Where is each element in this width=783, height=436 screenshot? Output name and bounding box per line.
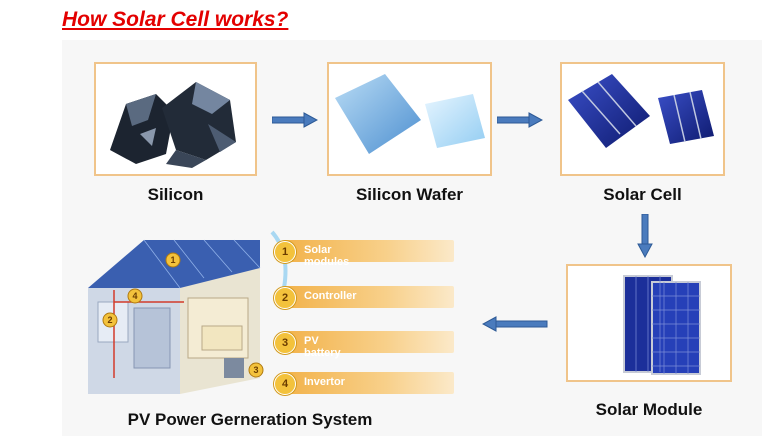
arrow-icon [272,112,318,128]
house-marker: 3 [253,365,258,375]
silicon-label: Silicon [147,185,204,204]
solar-module-label: Solar Module [595,400,703,419]
silicon-wafer-label: Silicon Wafer [355,185,464,204]
system-steps-list: 1 Solar modules 2 Controller 3 PV batter… [274,240,466,400]
house-marker: 4 [132,291,137,301]
step-number: 4 [274,373,296,395]
house-marker: 1 [170,255,175,265]
arrow-icon [637,214,653,258]
solar-cell-image [560,62,725,176]
arrow-icon [497,112,543,128]
step-number: 2 [274,287,296,309]
pv-system-illustration: 1 4 2 3 [84,228,294,398]
step-label: PV battery [304,335,341,359]
step-label: Controller [304,290,357,302]
arrow-icon [482,316,548,332]
pv-system-label: PV Power Gerneration System [127,410,373,429]
step-label: Invertor [304,376,345,388]
page-title: How Solar Cell works? [62,8,289,31]
solar-module-image [566,264,732,382]
solar-cell-label: Solar Cell [603,185,682,204]
silicon-image [94,62,257,176]
step-number: 1 [274,241,296,263]
silicon-wafer-image [327,62,492,176]
house-marker: 2 [107,315,112,325]
step-number: 3 [274,332,296,354]
step-label: Solar modules [304,244,350,268]
